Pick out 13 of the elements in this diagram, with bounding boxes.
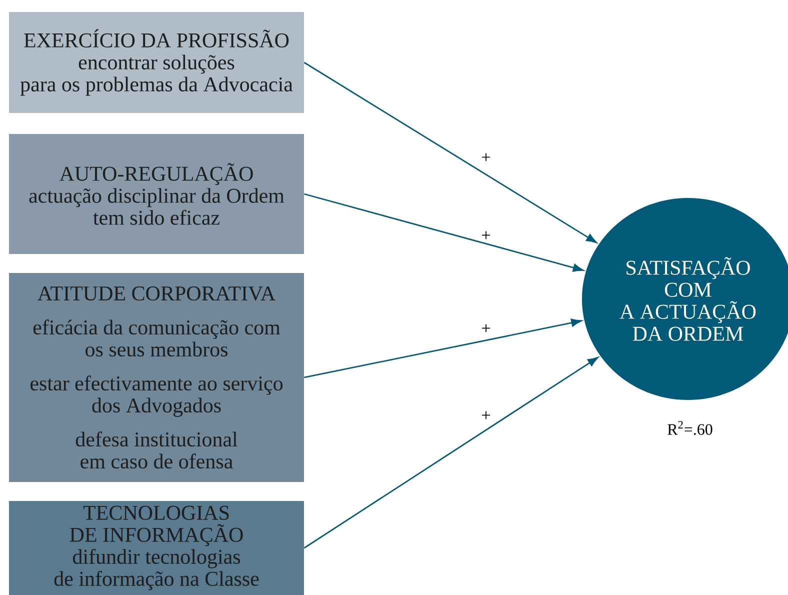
arrow bbox=[304, 356, 598, 549]
factor-box: AUTO-REGULAÇÃO actuação disciplinar da Ordem tem sido eficaz bbox=[9, 134, 304, 254]
factor-box: EXERCÍCIO DA PROFISSÃO encontrar soluções para os problemas da Advocacia bbox=[9, 12, 304, 113]
edge-label: + bbox=[482, 153, 490, 162]
r-squared-label: R$^{2}$=.60 bbox=[668, 421, 712, 435]
arrow bbox=[304, 318, 582, 378]
edge-label: + bbox=[482, 411, 490, 420]
edge-label: + bbox=[482, 324, 490, 332]
factor-box: ATITUDE CORPORATIVA eficácia da comunicação com os seus membros estar efectivamente ao serviço dos Advogados defesa institucional em caso de ofensa bbox=[9, 273, 304, 482]
factor-box: TECNOLOGIAS DE INFORMAÇÃO difundir tecnologias de informação na Classe bbox=[9, 500, 304, 595]
edge-label: + bbox=[482, 231, 490, 240]
arrow bbox=[304, 193, 584, 272]
arrow bbox=[304, 62, 597, 244]
